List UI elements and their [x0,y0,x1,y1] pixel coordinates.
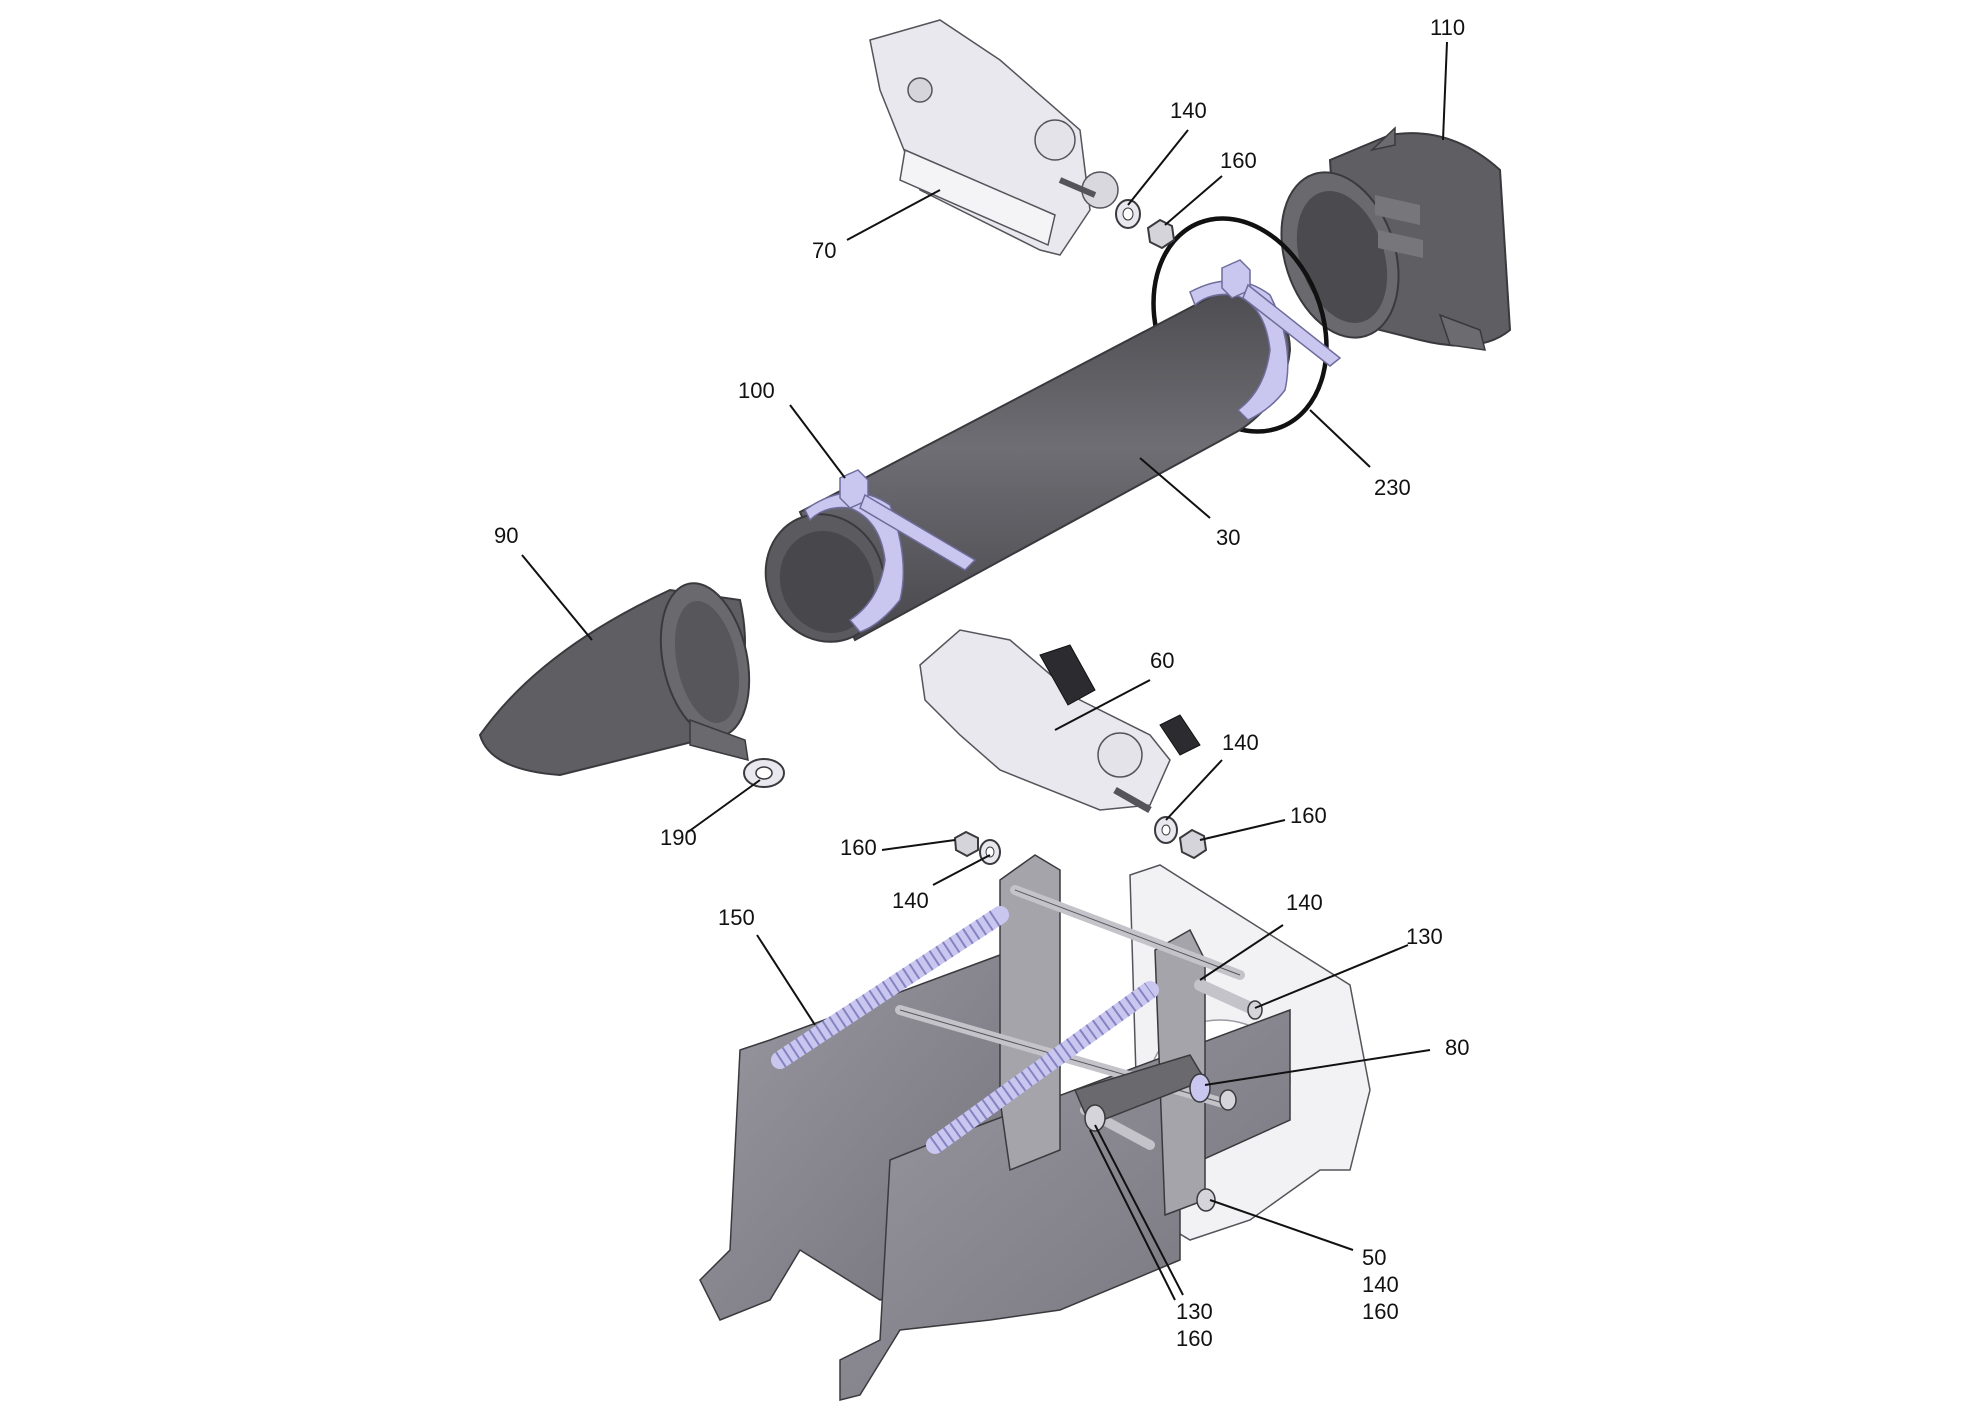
leader-lines [521,41,1448,1301]
callout-110: 110 [1430,15,1465,40]
part-90-nozzle [478,582,751,777]
callout-190: 190 [660,825,697,850]
callout-160: 160 [1362,1299,1399,1324]
part-140-washer-top [1115,199,1141,229]
leader-140d [1199,924,1284,981]
callout-140: 140 [1222,730,1259,755]
callout-160: 160 [1176,1326,1213,1351]
leader-190 [687,779,761,833]
leader-130a [1254,944,1409,1009]
leader-150 [756,934,816,1026]
part-140-washer-middle [1154,816,1178,844]
part-50-stud [1196,1188,1216,1212]
part-30-main-tube [764,290,1292,643]
leader-160b [1199,819,1286,841]
leader-140c [932,854,991,886]
callout-160: 160 [1290,803,1327,828]
part-100-clamp-left [804,469,977,633]
leader-230 [1309,409,1371,468]
leader-60 [1054,679,1151,731]
leader-140b [1165,759,1223,821]
leader-80 [1204,1049,1431,1086]
callout-60: 60 [1150,648,1174,673]
leader-30 [1139,457,1211,519]
callout-labels: 110 140 160 70 100 230 30 90 60 140 160 … [494,15,1469,1351]
callout-30: 30 [1216,525,1240,550]
leader-160c [881,839,956,851]
lower-frame-assembly [699,854,1371,1401]
callout-50: 50 [1362,1245,1386,1270]
callout-70: 70 [812,238,836,263]
leader-130b-2 [1089,1129,1176,1301]
part-190-washer [743,758,785,788]
part-150-spring-right [926,981,1159,1154]
leader-140a [1127,129,1189,206]
part-60-middle-bracket [919,629,1201,814]
callout-90: 90 [494,523,518,548]
callout-150: 150 [718,905,755,930]
leader-50 [1209,1199,1354,1251]
leader-110 [1442,41,1448,141]
leader-100 [789,404,846,479]
part-100-clamp-right [1189,259,1342,421]
part-80-spacer [1189,1073,1237,1111]
part-140-washer-left [979,839,1001,865]
part-160-nut-top [1146,218,1176,250]
callout-130: 130 [1406,924,1443,949]
callout-140: 140 [892,888,929,913]
callout-130: 130 [1176,1299,1213,1324]
callout-140: 140 [1286,890,1323,915]
callout-140: 140 [1170,98,1207,123]
callout-80: 80 [1445,1035,1469,1060]
part-150-spring-left [771,906,1009,1069]
callout-160: 160 [1220,148,1257,173]
callout-100: 100 [738,378,775,403]
callout-160: 160 [840,835,877,860]
part-160-nut-left [953,830,979,858]
part-70-upper-bracket [869,19,1119,256]
callout-230: 230 [1374,475,1411,500]
leader-70 [846,189,941,241]
leader-90 [521,554,593,641]
callout-140: 140 [1362,1272,1399,1297]
leader-130b [1094,1124,1184,1296]
part-160-nut-middle [1178,828,1208,860]
part-110-flange-housing [1280,126,1512,351]
leader-160a [1164,175,1223,226]
part-130-bolt-lower [1084,1104,1106,1132]
